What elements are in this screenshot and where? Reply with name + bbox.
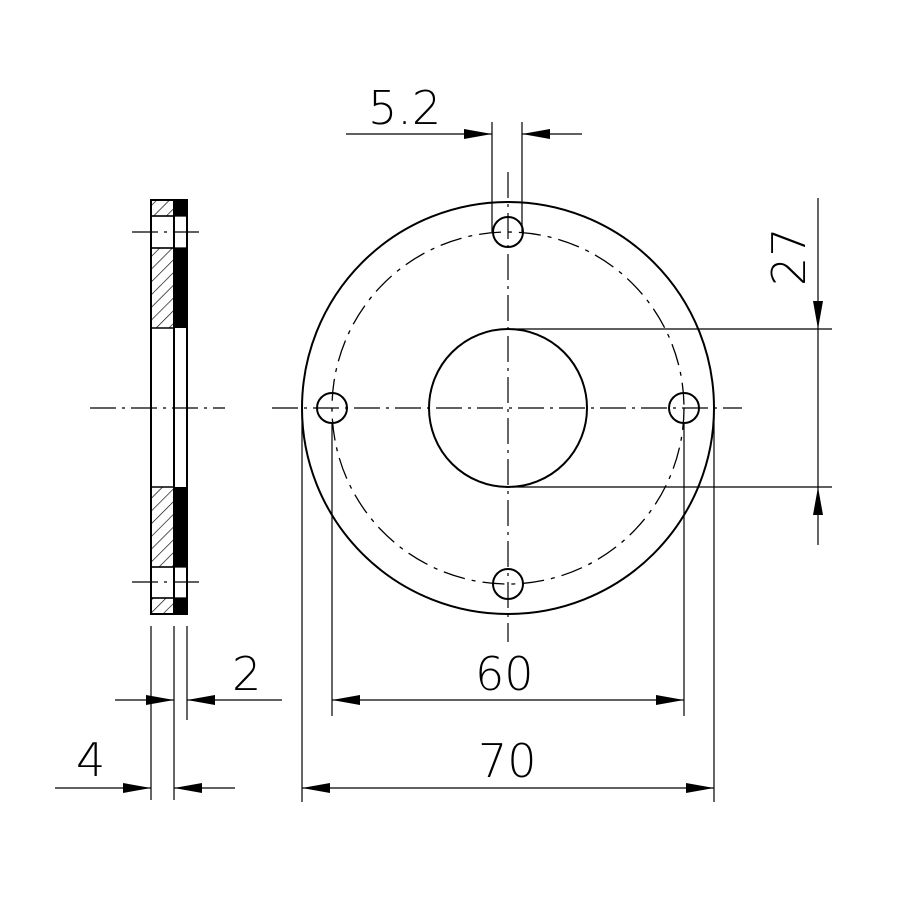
hatched-section-bottom-edge <box>150 597 175 615</box>
arrow-head <box>187 695 215 705</box>
solid-layer-lower <box>174 487 187 567</box>
dim-label-bolt-circle: 60 <box>475 647 534 701</box>
arrow-head <box>174 783 202 793</box>
arrow-head <box>686 783 714 793</box>
solid-layer-top-edge <box>174 200 187 216</box>
arrow-head <box>464 129 492 139</box>
hatched-section-lower <box>150 486 175 568</box>
arrow-head <box>656 695 684 705</box>
dim-label-thickness-4: 4 <box>76 733 105 787</box>
arrow-head <box>813 487 823 515</box>
arrow-head <box>302 783 330 793</box>
hatched-section-upper <box>150 247 175 329</box>
arrow-head <box>123 783 151 793</box>
front-view: 5.2 27 60 70 <box>272 81 832 802</box>
arrow-head <box>522 129 550 139</box>
arrow-head <box>146 695 174 705</box>
hatched-section-top-edge <box>150 199 175 217</box>
dim-label-outer-diameter: 70 <box>478 734 537 788</box>
arrow-head <box>332 695 360 705</box>
solid-layer-bottom-edge <box>174 598 187 614</box>
bolt-circle <box>331 231 685 585</box>
arrow-head <box>813 301 823 329</box>
dim-label-center-hole: 27 <box>762 227 816 286</box>
dim-label-thickness-2: 2 <box>232 647 261 701</box>
solid-layer-upper <box>174 248 187 328</box>
side-section-view: 2 4 <box>55 199 282 800</box>
dim-label-hole-diameter: 5.2 <box>368 81 441 135</box>
